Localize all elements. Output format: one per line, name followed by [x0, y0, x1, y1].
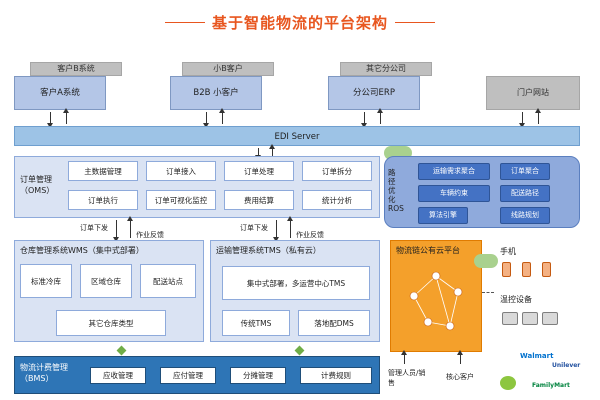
arrow-up	[535, 108, 541, 124]
arrow-up	[401, 350, 407, 364]
arrow-up	[127, 216, 133, 238]
arrow-up	[377, 108, 383, 124]
oms-module: 统计分析	[302, 190, 372, 210]
oms-module: 订单接入	[146, 161, 216, 181]
oms-module: 主数据管理	[68, 161, 138, 181]
bms-module: 分摊管理	[230, 367, 286, 384]
b2b-small-client: B2B 小客户	[170, 76, 262, 110]
other-branch: 其它分公司	[340, 62, 432, 76]
ros-label: 路径优化 ROS	[388, 168, 404, 213]
ros-button: 车辆约束	[418, 185, 490, 202]
wms-module: 配送站点	[140, 264, 196, 298]
temp-device-label: 温控设备	[500, 295, 532, 304]
oms-module: 订单可视化监控	[146, 190, 216, 210]
arrow-down	[203, 112, 209, 128]
bms-module: 计费规则	[300, 367, 372, 384]
oms-label: 订单管理（OMS）	[20, 175, 55, 195]
bms-module: 应付管理	[160, 367, 216, 384]
arrow-up	[63, 108, 69, 124]
oms-module: 订单处理	[224, 161, 294, 181]
connector-diamond	[294, 345, 305, 356]
cloud-platform-label: 物流链公有云平台	[396, 246, 460, 255]
network-graph-icon	[409, 271, 463, 331]
bms-module: 应收管理	[90, 367, 146, 384]
ros-button: 线路规划	[500, 207, 550, 224]
branch-erp: 分公司ERP	[328, 76, 420, 110]
wms-module: 其它仓库类型	[56, 310, 166, 336]
title-line-left	[165, 22, 205, 23]
flow-label: 作业反馈	[296, 231, 324, 239]
edi-server-bar: EDI Server	[14, 126, 580, 146]
oms-module: 订单执行	[68, 190, 138, 210]
arrow-down	[361, 112, 367, 128]
cloud-icon	[474, 254, 498, 268]
core-customer-label: 核心客户	[446, 373, 474, 381]
phone-icon	[502, 262, 511, 277]
page-title: 基于智能物流的平台架构	[211, 14, 388, 32]
ros-button: 算法引擎	[418, 207, 468, 224]
client-a-system: 客户A系统	[14, 76, 106, 110]
arrow-up	[287, 216, 293, 238]
flow-label: 订单下发	[80, 224, 108, 232]
bms-label: 物流计费管理（BMS）	[20, 363, 68, 383]
oms-module: 费用结算	[224, 190, 294, 210]
ros-button: 运输需求聚合	[418, 163, 490, 180]
title-line-right	[395, 22, 435, 23]
arrow-down	[113, 220, 119, 242]
client-b-system: 客户B系统	[30, 62, 122, 76]
flow-label: 订单下发	[240, 224, 268, 232]
public-cloud-platform	[390, 240, 482, 352]
walmart-logo: Walmart	[520, 352, 554, 360]
flow-label: 作业反馈	[136, 231, 164, 239]
arrow-down	[255, 148, 261, 160]
arrow-up	[219, 108, 225, 124]
wms-label: 仓库管理系统WMS（集中式部署）	[20, 246, 144, 255]
tms-module: 传统TMS	[222, 310, 290, 336]
mobile-label: 手机	[500, 247, 516, 256]
temp-device-icon	[522, 312, 538, 325]
arrow-down	[519, 112, 525, 128]
phone-icon	[522, 262, 531, 277]
connector-diamond	[116, 345, 127, 356]
wms-module: 标准冷库	[20, 264, 72, 298]
arrow-down	[47, 112, 53, 128]
customer-logo-icon	[500, 376, 516, 390]
tms-module: 集中式部署，多运营中心TMS	[222, 266, 370, 300]
temp-device-icon	[542, 312, 558, 325]
tms-module: 落地配DMS	[298, 310, 370, 336]
oms-module: 订单拆分	[302, 161, 372, 181]
arrow-up	[457, 350, 463, 364]
wms-module: 区域仓库	[80, 264, 132, 298]
unilever-logo: Unilever	[552, 362, 581, 369]
mgmt-label: 管理人员/销售	[388, 369, 426, 387]
tms-label: 运输管理系统TMS（私有云）	[216, 246, 321, 255]
arrow-down	[273, 220, 279, 242]
arrow-up	[269, 144, 275, 156]
phone-icon	[542, 262, 551, 277]
portal-website: 门户网站	[486, 76, 580, 110]
small-b-client: 小B客户	[182, 62, 274, 76]
dashed-connector	[482, 292, 494, 293]
ros-button: 订单聚合	[500, 163, 550, 180]
ros-button: 配送路径	[500, 185, 550, 202]
familymart-logo: FamilyMart	[532, 382, 570, 389]
temp-device-icon	[502, 312, 518, 325]
